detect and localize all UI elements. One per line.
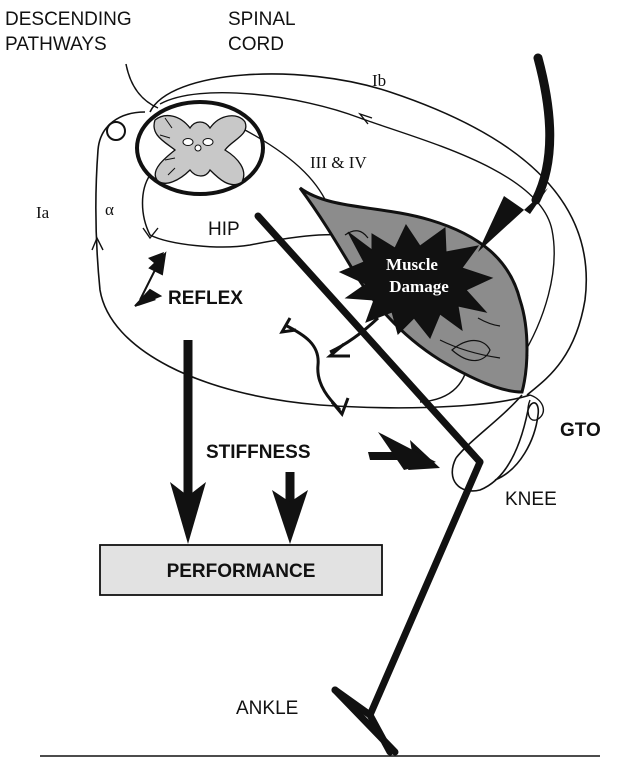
descending-pathways-label-1: DESCENDING (5, 9, 132, 30)
curved-arrowhead-a (282, 318, 296, 332)
gto-label: GTO (560, 420, 601, 441)
damage-input-arrowhead (478, 188, 548, 252)
ib-label: Ib (372, 71, 386, 90)
foot-base (335, 690, 395, 752)
spinal-cord-label-1: SPINAL (228, 9, 296, 30)
reflex-label: REFLEX (168, 288, 243, 309)
gto-loop (528, 395, 543, 420)
descending-pathway-line (126, 64, 158, 108)
muscle-damage-label-2: Damage (389, 277, 449, 296)
ia-label: Ia (36, 203, 50, 222)
dorsal-root-ganglion (107, 122, 125, 140)
alpha-label: α (105, 200, 114, 219)
ankle-label: ANKLE (236, 698, 298, 719)
alpha-arrowhead (143, 228, 158, 238)
reflex-to-stiffness-arrow (285, 325, 340, 410)
knee-label: KNEE (505, 489, 557, 510)
descending-pathways-label-2: PATHWAYS (5, 34, 107, 55)
iii-iv-label: III & IV (310, 153, 367, 172)
performance-label: PERFORMANCE (167, 561, 316, 582)
stiffness-label: STIFFNESS (206, 442, 311, 463)
spinal-cord-section (137, 102, 263, 194)
tibia (370, 462, 480, 715)
muscle-damage-label-1: Muscle (386, 255, 438, 274)
spinal-cord-label-2: CORD (228, 34, 284, 55)
hip-label: HIP (208, 219, 240, 240)
damage-input-arrow-shaft (536, 58, 550, 200)
